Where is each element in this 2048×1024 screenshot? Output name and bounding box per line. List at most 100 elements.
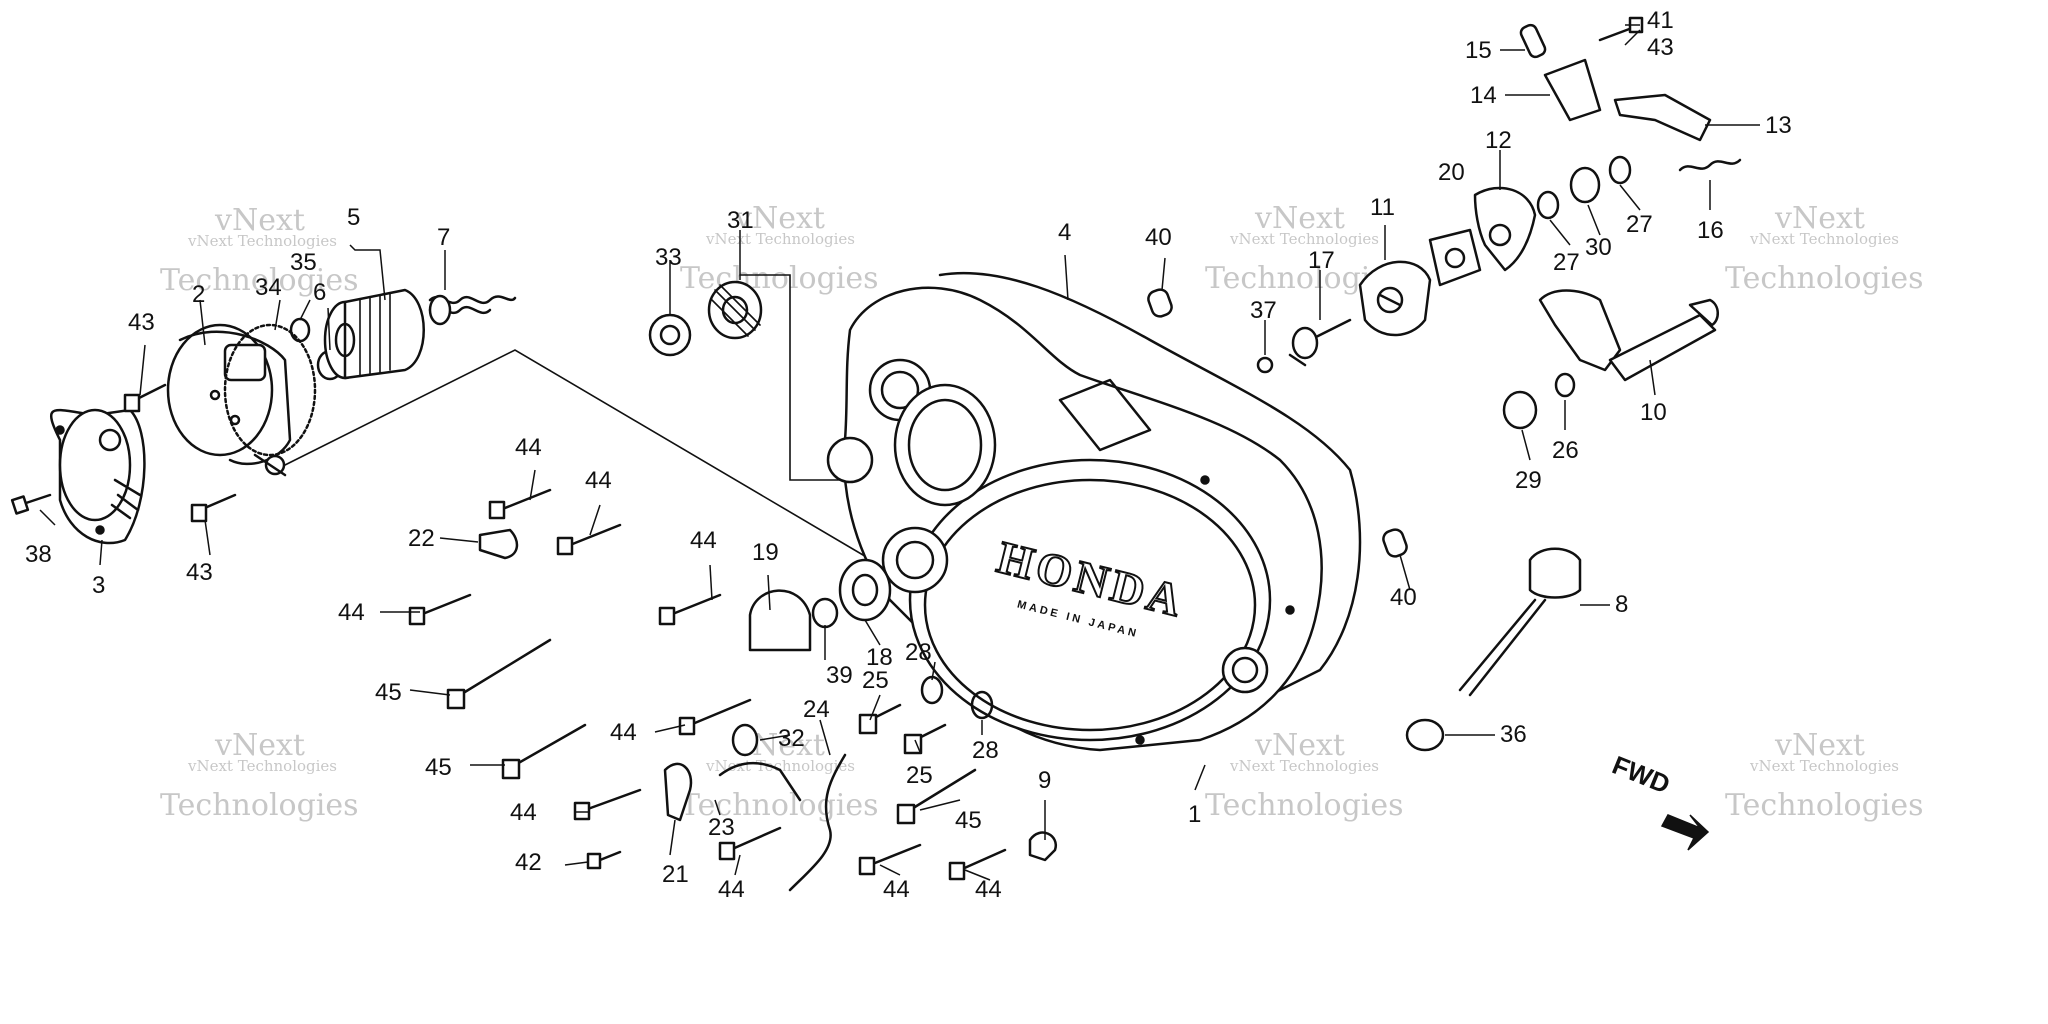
filter-spring-7	[428, 294, 517, 326]
dowel-pin-40-upper	[1147, 288, 1173, 318]
label-10: 10	[1640, 399, 1667, 426]
bearing-33	[648, 313, 692, 357]
label-33: 33	[655, 244, 682, 271]
clamp-22	[478, 528, 519, 560]
label-44d: 44	[690, 527, 717, 554]
washer-26	[1554, 372, 1576, 398]
watermark-line3: Technologies	[160, 788, 359, 823]
cap-19	[748, 589, 812, 652]
watermark-line1: vNext	[214, 203, 305, 238]
label-19: 19	[752, 539, 779, 566]
o-ring-35	[289, 317, 311, 343]
nut-39	[811, 597, 839, 629]
bolt-42	[586, 850, 622, 870]
wire-harness-24	[788, 753, 847, 892]
kick-shaft-10	[1538, 289, 1719, 382]
label-32: 32	[778, 725, 805, 752]
label-27a: 27	[1553, 249, 1580, 276]
assembly-line	[284, 349, 881, 566]
label-8: 8	[1615, 591, 1628, 618]
label-12: 12	[1485, 127, 1512, 154]
label-44e: 44	[610, 719, 637, 746]
bolt-43-upper	[123, 383, 167, 413]
label-17: 17	[1308, 247, 1335, 274]
label-37: 37	[1250, 297, 1277, 324]
label-45a: 45	[375, 679, 402, 706]
dowel-pin-40-lower	[1382, 528, 1408, 558]
label-5: 5	[347, 204, 360, 231]
watermark-line2: vNext Technologies	[1229, 230, 1379, 248]
label-3: 3	[92, 572, 105, 599]
needle-bearing-29	[1502, 390, 1538, 430]
watermark-top-left: vNext vNext Technologies Technologies	[160, 203, 359, 298]
label-41: 41	[1647, 7, 1674, 34]
cable-guide-23	[718, 761, 802, 802]
label-7: 7	[437, 224, 450, 251]
label-45c: 45	[955, 807, 982, 834]
label-36: 36	[1500, 721, 1527, 748]
watermark-line3: Technologies	[1725, 261, 1924, 296]
label-39: 39	[826, 662, 853, 689]
label-4: 4	[1058, 219, 1071, 246]
watermark-top-center: vNext vNext Technologies Technologies	[680, 201, 879, 296]
watermark-line1: vNext	[1254, 728, 1345, 763]
watermark-line2: vNext Technologies	[1229, 757, 1379, 775]
part-labels: 1 2 3 4 5 6 7 8 9 10 11 12 13 14 15 16 1…	[25, 7, 1792, 903]
washer-28b	[970, 690, 994, 720]
label-43b: 43	[128, 309, 155, 336]
needle-bearing-31	[707, 280, 763, 340]
watermark-line3: Technologies	[1725, 788, 1924, 823]
leader-lines	[39, 24, 1760, 881]
watermark-line2: vNext Technologies	[187, 757, 337, 775]
label-35: 35	[290, 249, 317, 276]
label-44c: 44	[338, 599, 365, 626]
label-44h: 44	[883, 876, 910, 903]
assembly-line-bearing	[739, 274, 851, 481]
bolt-41	[1598, 16, 1644, 42]
watermark-line2: vNext Technologies	[705, 757, 855, 775]
watermark-top-mid-right: vNext vNext Technologies Technologies	[1205, 201, 1404, 296]
bolt-44-group	[408, 488, 1007, 881]
label-40b: 40	[1390, 584, 1417, 611]
bolt-45-group	[446, 638, 977, 825]
forward-direction-indicator: FWD	[1608, 750, 1710, 851]
label-16: 16	[1697, 217, 1724, 244]
cam-plate-12	[1473, 186, 1537, 272]
label-38: 38	[25, 541, 52, 568]
watermark-line2: vNext Technologies	[1749, 757, 1899, 775]
label-21: 21	[662, 861, 689, 888]
label-22: 22	[408, 525, 435, 552]
label-18: 18	[866, 644, 893, 671]
label-28a: 28	[905, 639, 932, 666]
stopper-bolt-17	[1288, 318, 1352, 367]
clamp-21	[663, 762, 693, 822]
oil-dipstick-8	[1458, 547, 1582, 697]
fwd-label: FWD	[1608, 750, 1674, 800]
label-11: 11	[1370, 194, 1395, 221]
label-44g: 44	[718, 876, 745, 903]
label-14: 14	[1470, 82, 1497, 109]
label-44f: 44	[510, 799, 537, 826]
watermark-line3: Technologies	[160, 263, 359, 298]
watermark-line1: vNext	[734, 201, 825, 236]
label-27b: 27	[1626, 211, 1653, 238]
watermark-line1: vNext	[214, 728, 305, 763]
oil-filter-outer-cover	[49, 408, 146, 545]
cover-gasket-4	[938, 271, 1362, 697]
label-25b: 25	[906, 762, 933, 789]
label-6: 6	[313, 279, 326, 306]
plate-20	[1428, 228, 1482, 287]
watermark-line2: vNext Technologies	[1749, 230, 1899, 248]
label-40a: 40	[1145, 224, 1172, 251]
switch-25a	[858, 703, 902, 735]
label-2: 2	[192, 281, 205, 308]
label-30: 30	[1585, 234, 1612, 261]
watermark-bottom-mid-right: vNext vNext Technologies Technologies	[1205, 728, 1404, 823]
label-24: 24	[803, 696, 830, 723]
label-42: 42	[515, 849, 542, 876]
label-43a: 43	[1647, 34, 1674, 61]
label-1: 1	[1188, 801, 1201, 828]
seal-18	[838, 558, 892, 622]
watermark-line3: Technologies	[680, 261, 879, 296]
oil-filter-housing	[166, 323, 292, 477]
